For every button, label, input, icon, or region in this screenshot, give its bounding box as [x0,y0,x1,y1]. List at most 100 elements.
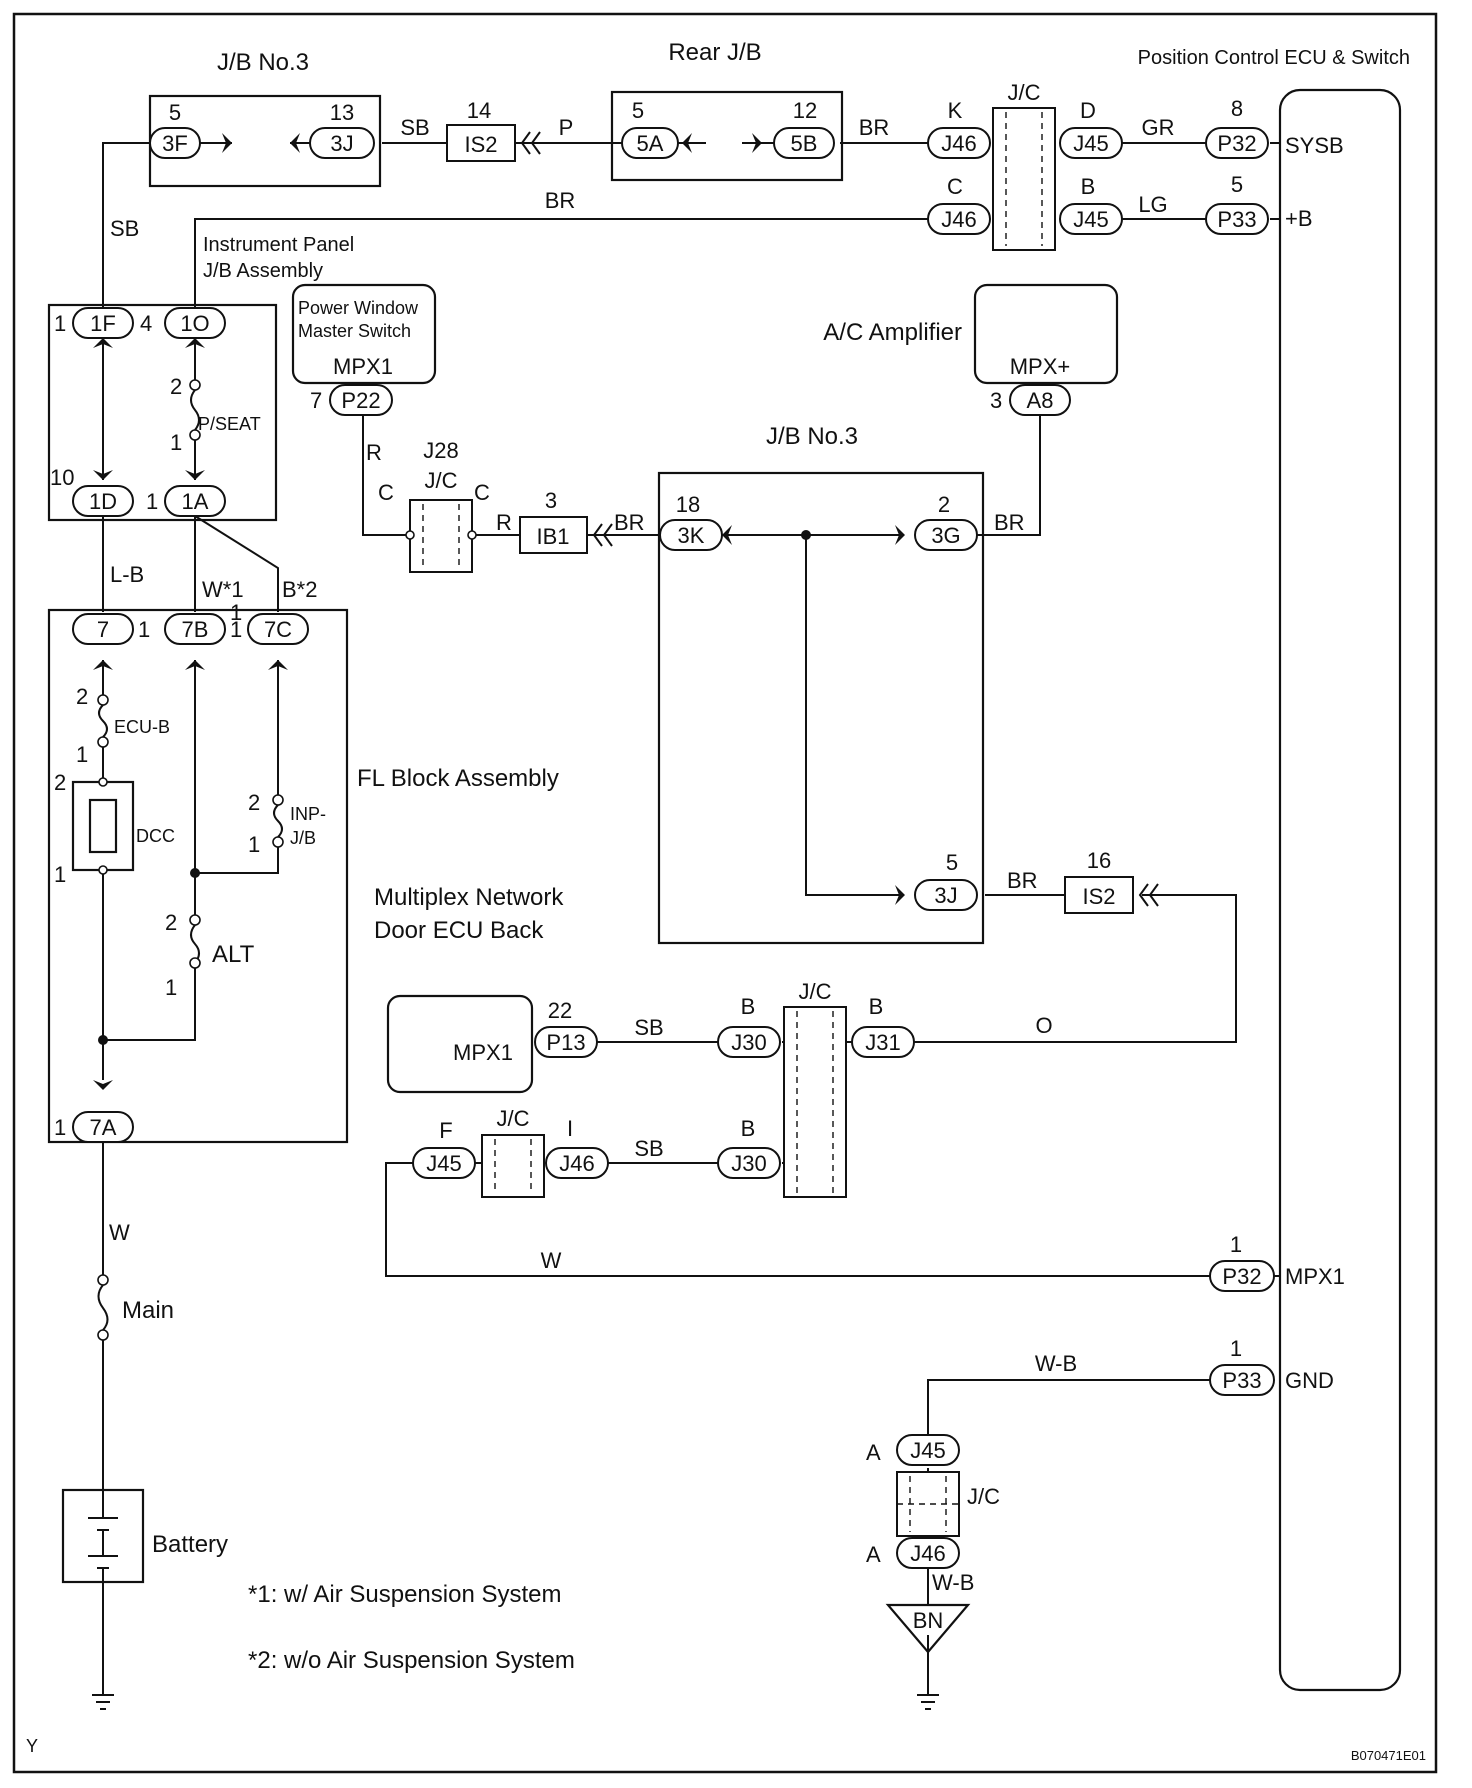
pin-alt-2: 2 [165,910,177,935]
conn-P33-b-label: P33 [1217,207,1256,232]
ip-jb-title-1: Instrument Panel [203,234,354,256]
pin-ecub-2: 2 [76,684,88,709]
conn-J45-B-label: J45 [1073,207,1108,232]
fuse-ecub: ECU-B [114,717,170,737]
wire-sb-left: SB [110,216,139,241]
wire-lg: LG [1138,192,1167,217]
wire-wb-2: W-B [932,1570,974,1595]
pin-jc-c-left: C [378,480,394,505]
wire-sb-3: SB [634,1136,663,1161]
conn-J31 [851,1026,915,1058]
fuse-inp-2: J/B [290,828,316,848]
pin-pseat-1: 1 [170,430,182,455]
conn-7B-label: 7B [182,617,209,642]
conn-5A-label: 5A [637,131,664,156]
page-frame [12,12,1438,1774]
wire-w-main: W [109,1220,130,1245]
term-gnd: GND [1285,1368,1334,1393]
pin-a8: 3 [990,388,1002,413]
jc-top [992,107,1056,251]
conn-1O [164,307,226,339]
fuse-inp-1: INP- [290,804,326,824]
corner-letter: Y [26,1736,38,1756]
conn-1A-label: 1A [182,489,209,514]
rear-jb-title: Rear J/B [668,39,761,66]
dcc-coil [88,798,118,854]
pin-5A: 5 [632,98,644,123]
ib1-label: IB1 [536,524,569,549]
bn-label: BN [913,1608,944,1633]
conn-3J-mid [914,879,978,911]
conn-7A [72,1111,134,1143]
is2-mid-label: IS2 [1082,884,1115,909]
term-ac-mpx: MPX+ [1010,354,1071,379]
conn-A8-label: A8 [1027,388,1054,413]
position-ecu-title: Position Control ECU & Switch [1138,47,1410,69]
conn-J30-b [717,1147,781,1179]
pin-5B: 12 [793,98,817,123]
jc-gnd [896,1471,960,1537]
conn-J45-F-label: J45 [426,1151,461,1176]
wire-b2: B*2 [282,577,317,602]
conn-P33-gnd-label: P33 [1222,1368,1261,1393]
pin-3J: 13 [330,100,354,125]
rear-jb-box [610,90,844,182]
note-1: *1: w/ Air Suspension System [248,1581,561,1608]
pin-pseat-2: 2 [170,374,182,399]
pin-1F: 1 [54,311,66,336]
conn-J46-I-label: J46 [559,1151,594,1176]
wire-r-2: R [496,510,512,535]
pin-p32-mpx1: 1 [1230,1232,1242,1257]
conn-5B [773,127,835,159]
pin-j45-a: A [866,1440,881,1465]
pin-p22: 7 [310,388,322,413]
pin-j30-a: B [741,994,756,1019]
pin-K: K [948,98,963,123]
wire-r-1: R [366,440,382,465]
conn-J30-a-label: J30 [731,1030,766,1055]
term-mpx1: MPX1 [1285,1264,1345,1289]
conn-P32-sysb-label: P32 [1217,131,1256,156]
pin-p32-sysb: 8 [1231,96,1243,121]
is2-top-label: IS2 [464,132,497,157]
wire-sb-1: SB [400,115,429,140]
conn-J46-A [896,1537,960,1569]
conn-P13 [534,1026,598,1058]
wire-w-2: W [541,1248,562,1273]
door-ecu-box [386,994,534,1094]
conn-P22-label: P22 [341,388,380,413]
pin-3K: 18 [676,492,700,517]
conn-1D-label: 1D [89,489,117,514]
pin-3G: 2 [938,492,950,517]
pin-B1: B [1081,174,1096,199]
wire-wb-1: W-B [1035,1351,1077,1376]
conn-J46-A-label: J46 [910,1541,945,1566]
ip-jb-box [47,303,278,522]
ac-amp-title: A/C Amplifier [823,319,962,346]
conn-5B-label: 5B [791,131,818,156]
pin-3J-mid: 5 [946,850,958,875]
jb3-mid-title: J/B No.3 [766,423,858,450]
jc-gnd-title: J/C [967,1484,1000,1509]
fuse-pseat: P/SEAT [198,414,261,434]
conn-7B [164,613,226,645]
jc-mid [783,1006,847,1198]
wire-colour-labels: SB P BR GR BR LG SB R R BR BR BR L-B W*1… [109,115,1175,1595]
conn-J46-C-label: J46 [941,207,976,232]
fl-block-box [47,608,349,1144]
conn-3F [149,127,201,159]
conn-7C-label: 7C [264,617,292,642]
fuse-main: Main [122,1297,174,1324]
pin-C1: C [947,174,963,199]
jb3-mid-box [657,471,985,945]
pin-j46-i: I [567,1116,573,1141]
conn-J45-B [1059,203,1123,235]
conn-3K-label: 3K [678,523,705,548]
pin-j45-f: F [439,1118,452,1143]
mpx-door-title-1: Multiplex Network [374,884,564,911]
pin-7C: 1 [230,600,242,625]
fuse-symbols [97,379,284,1341]
term-door-mpx1: MPX1 [453,1040,513,1065]
pin-7B: 1 [230,617,242,642]
